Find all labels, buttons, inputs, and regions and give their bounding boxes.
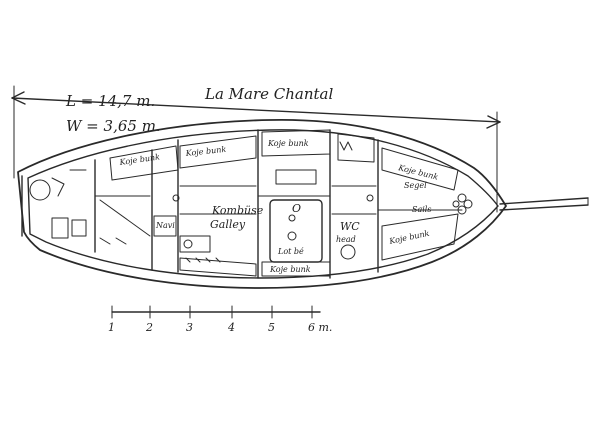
hull-outline	[17, 119, 507, 289]
aft-cockpit	[29, 169, 87, 239]
boat-name: La Mare Chantal	[204, 85, 334, 103]
berth-label-fwd-left-a: Koje bunk	[118, 152, 161, 167]
nav-station-label: Navi	[155, 221, 175, 230]
galley-label-en: Galley	[210, 218, 246, 231]
berth-label-fore-right: Koje bunk	[397, 163, 440, 182]
interior-details	[99, 141, 374, 263]
sail-locker-label-de: Segel	[404, 181, 427, 190]
toilet-bowl-icon	[340, 244, 356, 260]
scale-tick-5: 5	[268, 321, 275, 334]
scale-tick-6: 6 m.	[308, 321, 332, 334]
scale-tick-2: 2	[145, 321, 153, 334]
berth-label-fwd-left-b: Koje bunk	[184, 145, 226, 158]
interior-bulkheads	[94, 129, 463, 279]
berth-label-bottom-mid: Koje bunk	[269, 265, 311, 274]
galley-stove-burner-icon	[183, 239, 193, 249]
saloon-table	[269, 169, 323, 263]
width-label: W = 3,65 m.	[66, 117, 161, 135]
berth-label-top-mid: Koje bunk	[267, 139, 309, 148]
sail-locker-label-en: Sails	[412, 205, 431, 214]
galley-sink-icon	[179, 235, 211, 253]
scale-bar	[111, 305, 321, 319]
berth-label-right-lower: Koje bunk	[388, 229, 431, 246]
galley-label-de: Kombüse	[211, 204, 264, 217]
upper-berths	[109, 129, 459, 191]
scale-tick-1: 1	[108, 321, 115, 334]
table-label-top: O	[292, 202, 301, 215]
wc-sub-label: head	[336, 235, 356, 244]
length-label: L = 14,7 m.	[65, 92, 155, 110]
scale-tick-3: 3	[186, 321, 193, 334]
length-dimension-line	[11, 85, 501, 213]
wc-label: WC	[340, 220, 360, 233]
table-label-bottom: Lot bé	[277, 247, 304, 256]
scale-tick-4: 4	[227, 321, 235, 334]
anchor-chain-icon	[452, 193, 473, 215]
nav-station-desk	[153, 215, 177, 237]
bowsprit	[499, 197, 589, 211]
